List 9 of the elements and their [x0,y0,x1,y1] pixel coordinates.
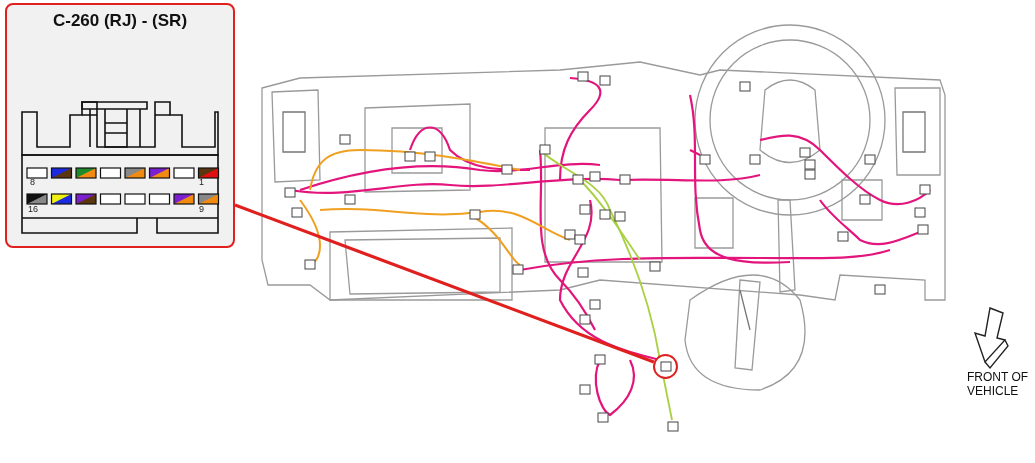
highlight-circle [653,354,678,379]
pin-number: 9 [199,205,204,214]
direction-label: FRONT OF VEHICLE [967,370,1030,398]
pin-number: 16 [28,205,38,214]
leader-line [234,203,655,364]
pin-number: 8 [30,178,35,187]
pin-number: 1 [199,178,204,187]
connector-view-panel [5,3,235,248]
connector-title: C-260 (RJ) - (SR) [51,11,189,31]
